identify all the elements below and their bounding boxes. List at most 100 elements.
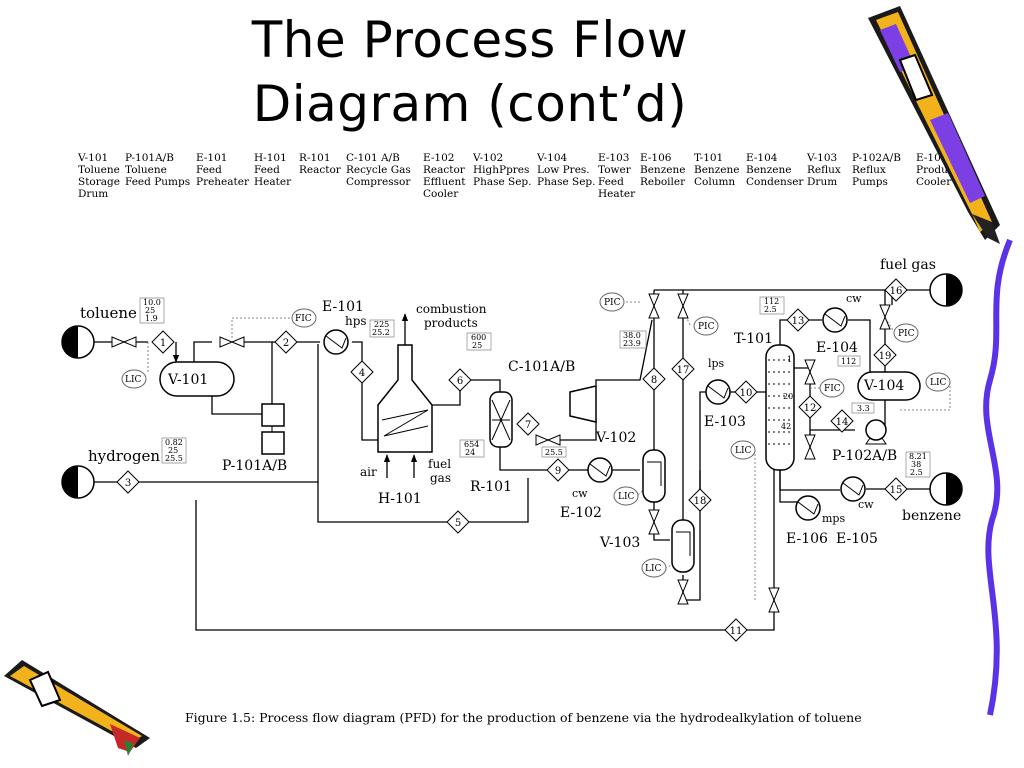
- svg-text:6: 6: [457, 376, 463, 387]
- fuel-gas-terminal: [929, 273, 963, 307]
- stream-15: 15: [884, 477, 908, 501]
- slide-title: The Process Flow Diagram (cont’d): [150, 8, 790, 136]
- v102-label: V-102: [595, 430, 636, 446]
- pic-v102-label: PIC: [698, 322, 715, 332]
- c101-label: C-101A/B: [508, 359, 575, 375]
- stream-14: 14: [830, 409, 854, 433]
- svg-text:8.21: 8.21: [909, 452, 927, 461]
- svg-text:15: 15: [890, 485, 903, 496]
- flag-33: 3.3: [851, 402, 875, 414]
- combustion-products-line1: combustion: [416, 302, 487, 316]
- svg-text:24: 24: [465, 448, 475, 457]
- lic-t101-label: LIC: [735, 446, 752, 456]
- title-line-2: Diagram (cont’d): [252, 75, 688, 133]
- stream-diamonds: 1 2 3 4 5 6 7 8 9 10 11 12 13 14 15 16 1…: [116, 278, 908, 642]
- benzene-terminal: [929, 472, 963, 506]
- svg-text:654: 654: [464, 440, 479, 449]
- e101-exchanger: [323, 329, 349, 355]
- svg-text:2: 2: [283, 338, 289, 349]
- tray-20-label: 20: [783, 392, 793, 401]
- svg-text:12: 12: [804, 403, 817, 414]
- flag-25-5: 25.5: [541, 446, 567, 458]
- svg-text:23.9: 23.9: [623, 339, 641, 348]
- svg-text:600: 600: [471, 333, 486, 342]
- svg-text:3: 3: [125, 478, 131, 489]
- stream-9: 9: [546, 458, 570, 482]
- svg-text:225: 225: [374, 320, 389, 329]
- svg-text:10: 10: [740, 388, 753, 399]
- c101-compressor: [569, 385, 597, 423]
- svg-text:25: 25: [145, 306, 155, 315]
- valve-icon: [535, 434, 561, 446]
- svg-text:2.5: 2.5: [910, 468, 923, 477]
- valve-icon: [677, 579, 689, 605]
- t101-label: T-101: [734, 331, 773, 347]
- v101-tank: [159, 361, 235, 397]
- hydrogen-label: hydrogen: [88, 447, 160, 465]
- svg-text:19: 19: [879, 351, 892, 362]
- process-lines: [94, 289, 930, 631]
- stream-16: 16: [884, 278, 908, 302]
- lps-label: lps: [708, 357, 725, 370]
- svg-text:3.3: 3.3: [857, 404, 870, 413]
- lic-v103-label: LIC: [645, 564, 662, 574]
- e106-exchanger: [795, 495, 821, 521]
- e106-label: E-106: [786, 531, 828, 547]
- air-label: air: [360, 465, 377, 479]
- tray-42-label: 42: [781, 422, 791, 431]
- stream-11: 11: [724, 618, 748, 642]
- pencil-decoration-bottom-left: [4, 660, 150, 756]
- v103-label: V-103: [599, 535, 640, 551]
- stream-2: 2: [274, 330, 298, 354]
- svg-text:11: 11: [730, 626, 743, 637]
- svg-text:38.0: 38.0: [623, 331, 641, 340]
- e104-exchanger: [822, 307, 848, 333]
- svg-text:7: 7: [525, 420, 531, 431]
- v101-label: V-101: [167, 372, 208, 388]
- toluene-terminal: [61, 325, 95, 359]
- stream-10: 10: [734, 380, 758, 404]
- h101-furnace: [377, 344, 433, 453]
- valve-icon: [768, 587, 780, 613]
- e103-exchanger: [705, 379, 731, 405]
- valve-icon: [677, 293, 689, 319]
- stream-5: 5: [446, 510, 470, 534]
- hydrogen-terminal: [61, 465, 95, 499]
- fuel-gas-label: fuel gas: [880, 257, 936, 273]
- stream-6: 6: [448, 368, 472, 392]
- e101-label: E-101: [322, 299, 364, 315]
- cw-e105-label: cw: [858, 498, 874, 511]
- svg-text:17: 17: [677, 365, 690, 376]
- e102-label: E-102: [560, 505, 602, 521]
- e105-label: E-105: [836, 531, 878, 547]
- stream-13: 13: [786, 308, 810, 332]
- control-valves: [111, 293, 891, 613]
- pencil-decoration-right-squiggle: [983, 238, 1013, 716]
- t101-column: 20 42 1: [765, 344, 795, 471]
- svg-text:10.0: 10.0: [143, 298, 161, 307]
- pencil-decoration-top-right: [868, 6, 1000, 244]
- stream-3: 3: [116, 470, 140, 494]
- pic-top-label: PIC: [604, 298, 621, 308]
- fuel-gas-h101-line1: fuel: [428, 457, 451, 471]
- stream-12: 12: [798, 395, 822, 419]
- lic-v104-label: LIC: [930, 378, 947, 388]
- valve-icon: [111, 336, 137, 348]
- svg-text:9: 9: [555, 466, 561, 477]
- svg-text:1: 1: [160, 338, 166, 349]
- svg-text:18: 18: [694, 496, 707, 507]
